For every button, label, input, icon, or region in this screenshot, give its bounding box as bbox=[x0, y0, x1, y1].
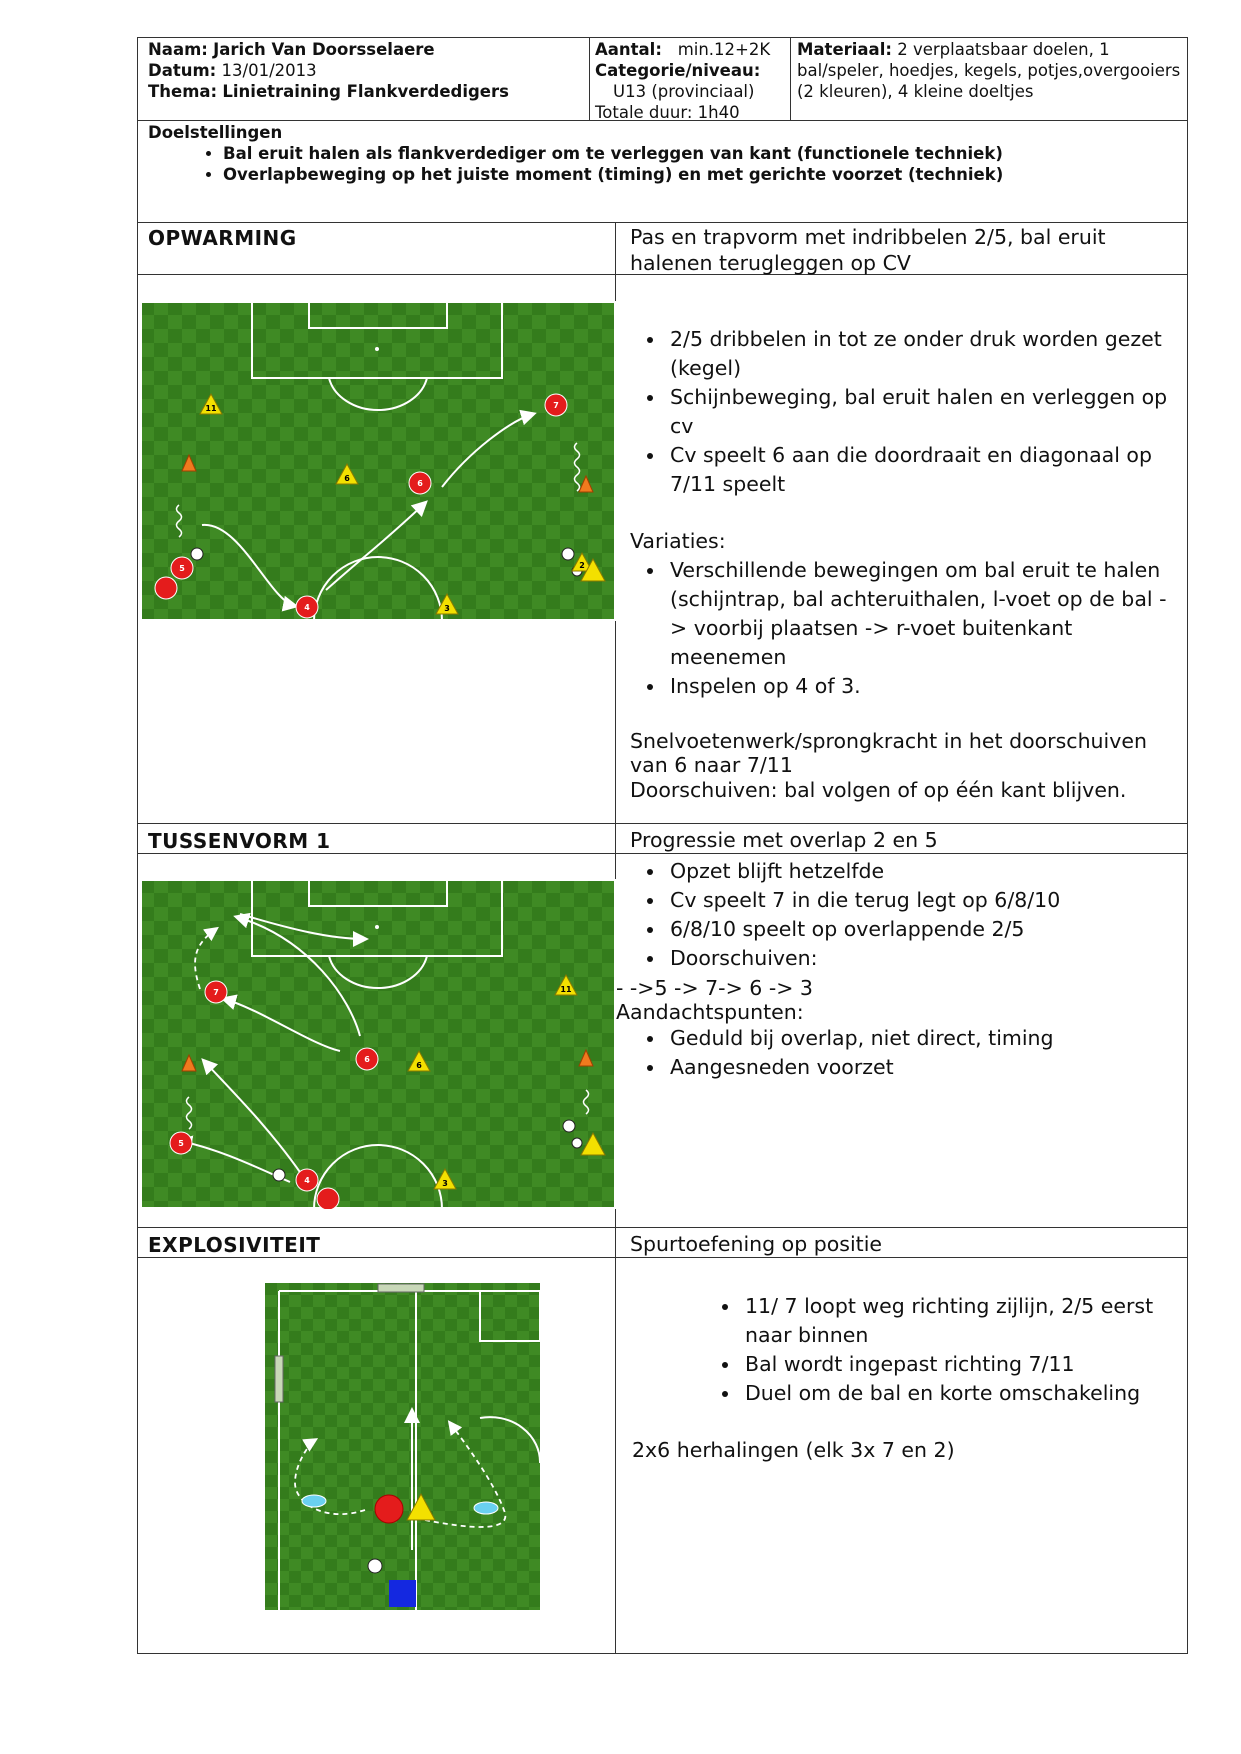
grid-line bbox=[589, 37, 590, 121]
marker-label: 3 bbox=[442, 1179, 448, 1188]
list-item: Schijnbeweging, bal eruit halen en verle… bbox=[666, 383, 1178, 441]
list-item: Cv speelt 6 aan die doordraait en diagon… bbox=[666, 441, 1178, 499]
section-title-explosiviteit: EXPLOSIVITEIT bbox=[148, 1233, 321, 1257]
datum-label: Datum: bbox=[148, 61, 217, 80]
marker-label: 3 bbox=[444, 604, 450, 613]
page-table bbox=[137, 37, 1188, 1654]
list-item: Cv speelt 7 in die terug legt op 6/8/10 bbox=[666, 886, 1178, 915]
list-item: Duel om de bal en korte omschakeling bbox=[741, 1379, 1180, 1408]
list-item: 2/5 dribbelen in tot ze onder druk worde… bbox=[666, 325, 1178, 383]
marker-label: 6 bbox=[417, 479, 423, 488]
list-item: Verschillende bewegingen om bal eruit te… bbox=[666, 556, 1178, 672]
marker-label: 4 bbox=[304, 603, 310, 612]
marker-label: 6 bbox=[364, 1055, 370, 1064]
aantal-label: Aantal: bbox=[595, 40, 662, 59]
grid-line bbox=[137, 274, 1188, 275]
categorie-label: Categorie/niveau: bbox=[595, 61, 761, 80]
section-body-opwarming: 2/5 dribbelen in tot ze onder druk worde… bbox=[630, 325, 1178, 803]
marker-label: 7 bbox=[553, 401, 559, 410]
doel-item: Bal eruit halen als flankverdediger om t… bbox=[223, 143, 1178, 164]
grid-line bbox=[137, 1257, 1188, 1258]
naam-value: Jarich Van Doorsselaere bbox=[213, 40, 435, 59]
section-title-tussenvorm: TUSSENVORM 1 bbox=[148, 829, 331, 853]
marker-label: 6 bbox=[416, 1061, 422, 1070]
header-materiaal: Materiaal: 2 verplaatsbaar doelen, 1 bal… bbox=[793, 39, 1185, 102]
doel-item: Overlapbeweging op het juiste moment (ti… bbox=[223, 164, 1178, 185]
thema-value: Linietraining Flankverdedigers bbox=[222, 82, 509, 101]
rotation-line: - ->5 -> 7-> 6 -> 3 bbox=[616, 976, 813, 1000]
marker-label: 5 bbox=[178, 1139, 184, 1148]
doelstellingen: Doelstellingen Bal eruit halen als flank… bbox=[148, 122, 1178, 185]
note-doorschuiven: Doorschuiven: bal volgen of op één kant … bbox=[630, 778, 1127, 802]
section-subtitle-opwarming: Pas en trapvorm met indribbelen 2/5, bal… bbox=[630, 225, 1106, 275]
grid-line bbox=[137, 222, 1188, 223]
field-diagram-tussenvorm: 7 6 6 11 5 4 3 bbox=[140, 879, 616, 1209]
grid-line bbox=[790, 37, 791, 121]
thema-label: Thema: bbox=[148, 82, 218, 101]
materiaal-label: Materiaal: bbox=[797, 40, 892, 59]
grid-line bbox=[137, 1227, 1188, 1228]
aantal-value: min.12+2K bbox=[677, 40, 771, 59]
grid-line bbox=[137, 853, 1188, 854]
naam-label: Naam: bbox=[148, 40, 208, 59]
marker-label: 11 bbox=[205, 404, 217, 413]
note-herhalingen: 2x6 herhalingen (elk 3x 7 en 2) bbox=[632, 1438, 955, 1462]
section-subtitle-explosiviteit: Spurtoefening op positie bbox=[630, 1232, 883, 1256]
section-body-tussenvorm: Opzet blijft hetzelfde Cv speelt 7 in di… bbox=[630, 857, 1178, 973]
list-item: Aangesneden voorzet bbox=[666, 1053, 1178, 1082]
totale-duur: Totale duur: 1h40 bbox=[595, 103, 740, 122]
marker-label: 6 bbox=[344, 474, 350, 483]
grid-line bbox=[137, 120, 1188, 121]
variaties-label: Variaties: bbox=[630, 529, 726, 553]
list-item: Inspelen op 4 of 3. bbox=[666, 672, 1178, 701]
marker-label: 4 bbox=[304, 1176, 310, 1185]
field-diagram-opwarming: 11 7 6 6 5 4 3 2 bbox=[140, 301, 616, 621]
grid-line bbox=[137, 823, 1188, 824]
marker-label: 5 bbox=[179, 564, 185, 573]
aandacht-label: Aandachtspunten: bbox=[616, 1000, 804, 1024]
note-snelvoetenwerk: Snelvoetenwerk/sprongkracht in het doors… bbox=[630, 729, 1147, 777]
doelstellingen-title: Doelstellingen bbox=[148, 123, 283, 142]
datum-value: 13/01/2013 bbox=[221, 61, 317, 80]
header-aantal: Aantal: min.12+2K Categorie/niveau: U13 … bbox=[591, 39, 789, 123]
section-body-explosiviteit: 11/ 7 loopt weg richting zijlijn, 2/5 ee… bbox=[705, 1292, 1180, 1408]
categorie-value: U13 (provinciaal) bbox=[613, 82, 755, 101]
list-item: Bal wordt ingepast richting 7/11 bbox=[741, 1350, 1180, 1379]
field-diagram-explosiviteit bbox=[265, 1283, 540, 1610]
list-item: Geduld bij overlap, niet direct, timing bbox=[666, 1024, 1178, 1053]
header-info: Naam: Jarich Van Doorsselaere Datum: 13/… bbox=[148, 39, 588, 102]
marker-label: 11 bbox=[560, 985, 572, 994]
materiaal-value: 2 verplaatsbaar doelen, 1 bal/speler, ho… bbox=[797, 40, 1181, 101]
list-item: 6/8/10 speelt op overlappende 2/5 bbox=[666, 915, 1178, 944]
list-item: Doorschuiven: bbox=[666, 944, 1178, 973]
marker-label: 2 bbox=[579, 561, 585, 570]
list-item: 11/ 7 loopt weg richting zijlijn, 2/5 ee… bbox=[741, 1292, 1180, 1350]
list-item: Opzet blijft hetzelfde bbox=[666, 857, 1178, 886]
section-title-opwarming: OPWARMING bbox=[148, 226, 297, 250]
marker-label: 7 bbox=[213, 988, 219, 997]
aandacht-list: Geduld bij overlap, niet direct, timing … bbox=[630, 1024, 1178, 1082]
section-subtitle-tussenvorm: Progressie met overlap 2 en 5 bbox=[630, 828, 938, 852]
